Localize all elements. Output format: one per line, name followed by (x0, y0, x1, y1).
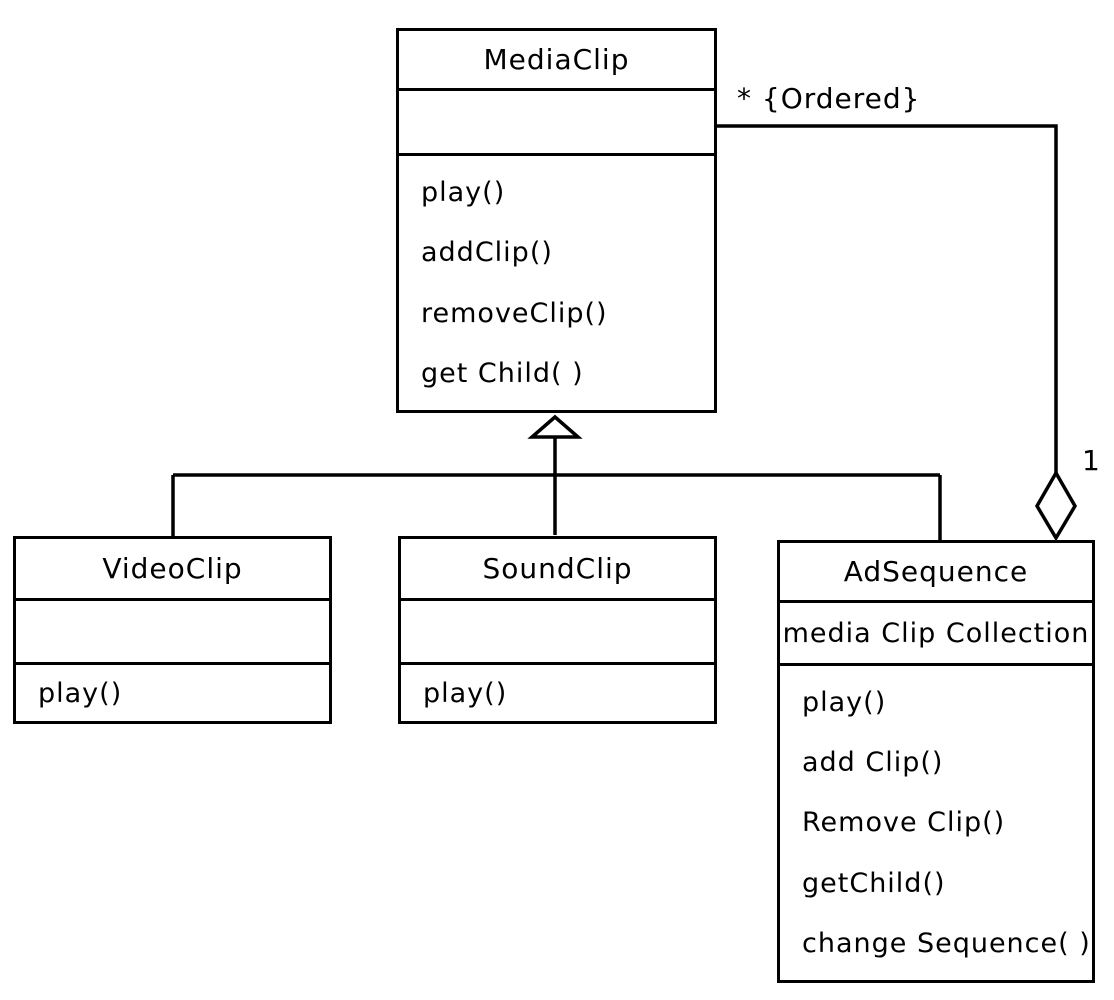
class-title-mediaclip: MediaClip (399, 31, 714, 91)
method-label: addClip() (421, 237, 553, 269)
aggregation-diamond-icon (1034, 469, 1078, 542)
method-label: play() (423, 677, 508, 709)
method-label: change Sequence( ) (802, 928, 1091, 960)
class-box-mediaclip: MediaClip play() addClip() removeClip() get… (396, 28, 717, 413)
aggregation-multiplicity-one-label: 1 (1082, 444, 1101, 477)
method-label: removeClip() (421, 297, 608, 329)
method-label: Remove Clip() (802, 807, 1006, 839)
methods-compartment-videoclip: play() (16, 665, 329, 721)
method-label: get Child( ) (421, 358, 584, 390)
generalization-triangle-icon (527, 414, 583, 439)
methods-compartment-adsequence: play() add Clip() Remove Clip() getChild() c… (780, 666, 1092, 980)
method-label: add Clip() (802, 747, 944, 779)
method-label: play() (802, 686, 887, 718)
class-title-videoclip: VideoClip (16, 539, 329, 601)
class-box-adsequence: AdSequence media Clip Collection play() a… (777, 540, 1095, 983)
class-title-soundclip: SoundClip (401, 539, 714, 601)
class-box-videoclip: VideoClip play() (13, 536, 332, 724)
class-title-adsequence: AdSequence (780, 543, 1092, 603)
method-label: getChild() (802, 867, 946, 899)
attributes-compartment-mediaclip (399, 91, 714, 156)
methods-compartment-mediaclip: play() addClip() removeClip() get Child( ) (399, 156, 714, 410)
aggregation-line (716, 124, 1058, 473)
method-label: play() (38, 677, 123, 709)
aggregation-multiplicity-many-label: * {Ordered} (737, 82, 921, 115)
attribute-label: media Clip Collection (782, 617, 1090, 649)
attributes-compartment-videoclip (16, 601, 329, 665)
method-label: play() (421, 176, 506, 208)
attributes-compartment-soundclip (401, 601, 714, 665)
class-box-soundclip: SoundClip play() (398, 536, 717, 724)
attributes-compartment-adsequence: media Clip Collection (780, 603, 1092, 666)
methods-compartment-soundclip: play() (401, 665, 714, 721)
